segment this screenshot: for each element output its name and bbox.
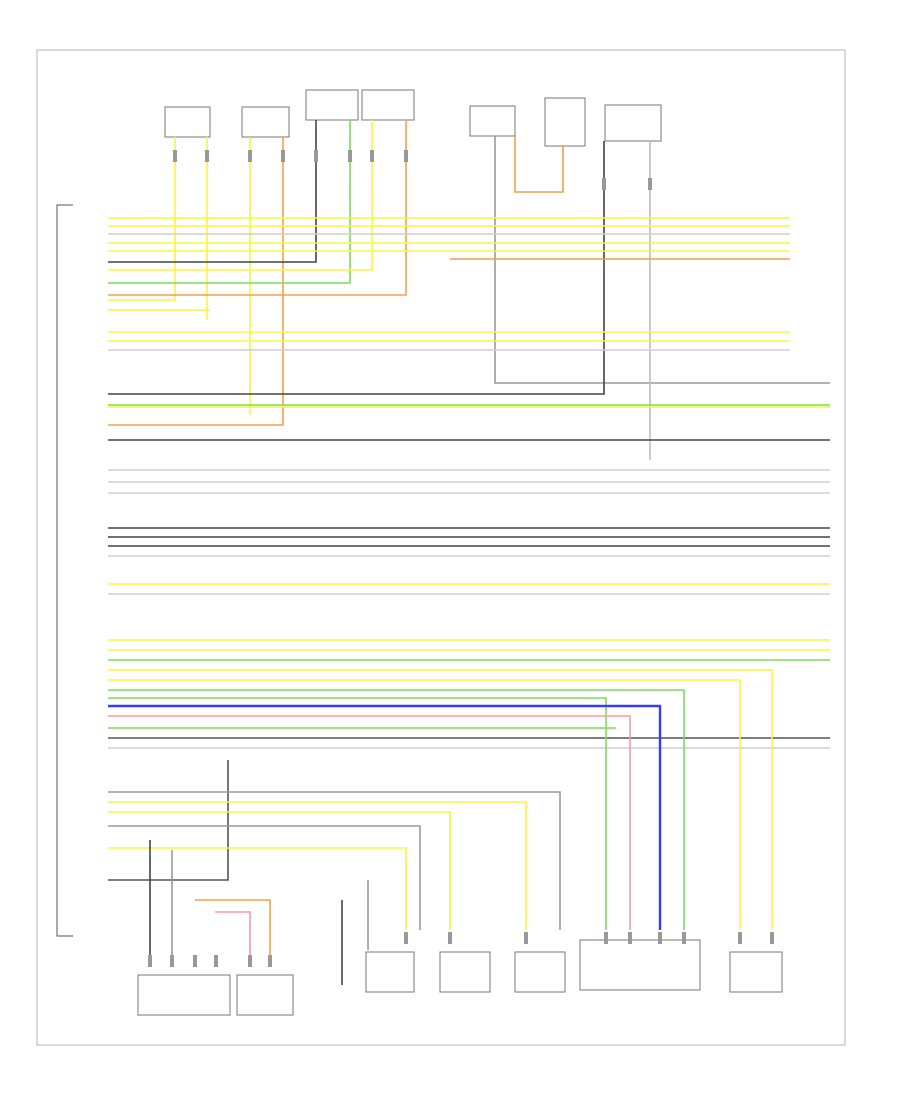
wire-pink-2 [215,911,251,960]
far-right-switch-box [729,951,783,993]
seat-position-sensor-box [137,974,231,1016]
wire-yellow-d [108,120,373,271]
wire-yellow-i [108,847,407,930]
wire-gray-9 [108,791,561,930]
wire-yellow-f [108,679,741,930]
wire-orange-a [108,137,284,426]
belt-pretensioner-box [579,939,701,991]
center-seat-switch-box [439,951,491,993]
left-upper-switch-box [164,106,211,138]
wire-orange-d [195,899,271,960]
seat-track-sensor-box [236,974,294,1016]
wire-yellow-e [108,669,773,930]
right-upper-switch-box [241,106,290,138]
wire-yellow-h [108,811,451,930]
lower-wires [108,669,773,985]
left-seat-switch-box [365,951,415,993]
wire-blue [108,704,662,930]
wire-orange-c [514,136,564,193]
diagram-border [36,49,846,1046]
passenger-module-box [604,104,662,142]
lower-components [137,939,783,1016]
horizontal-wire-rows [108,217,830,749]
wire-black-6 [108,760,229,881]
wire-green-a [108,120,351,284]
upper-components [164,89,662,147]
upper-vertical-wires [108,120,830,460]
connector-pins [148,150,774,967]
center-switch-box-b [361,89,415,121]
wire-black-b [108,141,605,395]
wire-pink [108,715,631,930]
wire-green-4 [108,697,607,930]
wire-green-3 [108,689,685,930]
buckle-sensor-box [469,105,516,137]
wire-yellow-g [108,801,527,930]
wire-gray-10 [108,825,421,930]
occupant-sensor-box [544,97,586,147]
wire-orange-b [108,120,407,296]
center-switch-box-a [305,89,359,121]
right-seat-switch-box [514,951,566,993]
wire-black-a [108,120,317,263]
main-module-connector [56,204,73,937]
wire-yellow-a [108,137,176,301]
